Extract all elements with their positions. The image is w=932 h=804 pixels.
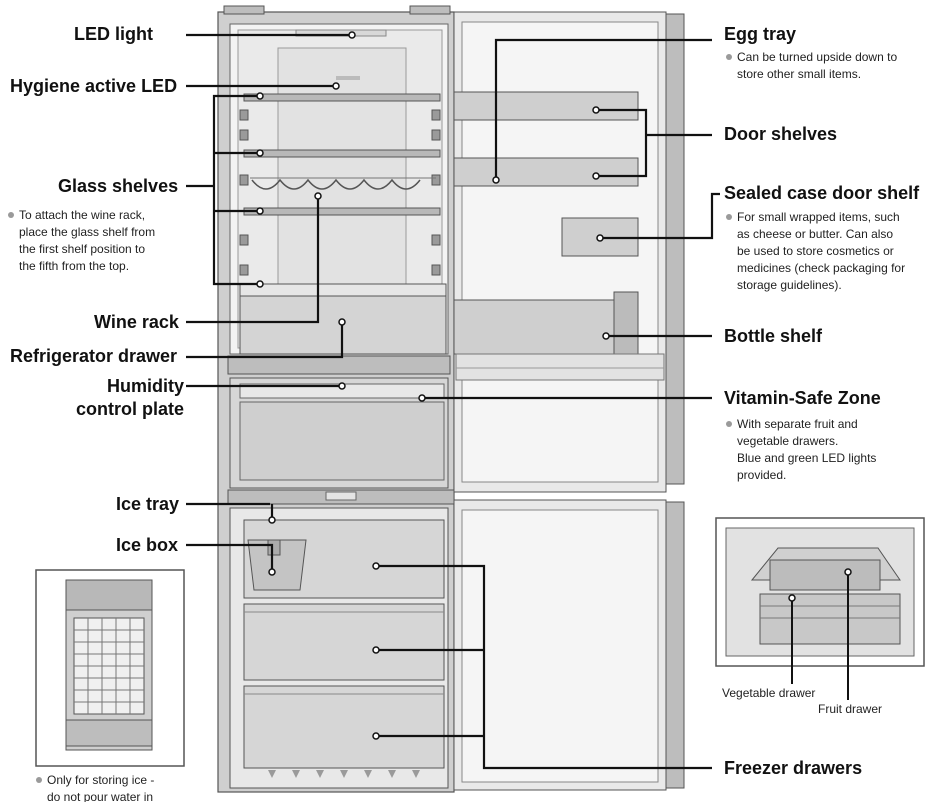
note-vitamin-2: vegetable drawers. bbox=[737, 434, 839, 448]
inset-leaders bbox=[791, 572, 849, 700]
label-freezer-drawers: Freezer drawers bbox=[724, 758, 863, 778]
vitamin-zone-inset bbox=[715, 517, 925, 667]
wine-rack bbox=[251, 178, 421, 190]
label-vegetable-drawer: Vegetable drawer bbox=[722, 686, 816, 700]
label-ice-box: Ice box bbox=[116, 535, 179, 555]
note-sealed-1: For small wrapped items, such bbox=[737, 210, 900, 224]
label-glass-shelves: Glass shelves bbox=[58, 176, 179, 196]
label-sealed-case: Sealed case door shelf bbox=[724, 183, 920, 203]
label-egg-tray: Egg tray bbox=[724, 24, 797, 44]
note-vitamin-3: Blue and green LED lights bbox=[737, 451, 877, 465]
note-egg-tray: Can be turned upside down to store other… bbox=[726, 49, 897, 83]
note-sealed-3: be used to store cosmetics or bbox=[737, 244, 894, 258]
note-vitamin-zone: With separate fruit and vegetable drawer… bbox=[726, 416, 876, 484]
label-fruit-drawer: Fruit drawer bbox=[818, 702, 883, 716]
label-bottle-shelf: Bottle shelf bbox=[724, 326, 823, 346]
label-vitamin-zone: Vitamin-Safe Zone bbox=[724, 388, 881, 408]
label-humidity-2: control plate bbox=[75, 399, 184, 419]
note-glass-4: the fifth from the top. bbox=[19, 259, 130, 273]
label-wine-rack: Wine rack bbox=[94, 312, 179, 332]
label-humidity-1: Humidity bbox=[106, 376, 184, 396]
label-led-light: LED light bbox=[74, 24, 153, 44]
note-glass-shelves: To attach the wine rack, place the glass… bbox=[8, 207, 155, 275]
leader-dots bbox=[256, 31, 610, 740]
label-ice-tray: Ice tray bbox=[116, 494, 180, 514]
note-glass-2: place the glass shelf from bbox=[19, 225, 156, 239]
ice-box-inset bbox=[35, 569, 185, 767]
note-ice-box: Only for storing ice - do not pour water… bbox=[36, 772, 154, 802]
note-sealed-4: medicines (check packaging for bbox=[737, 261, 906, 275]
label-refrigerator-drawer: Refrigerator drawer bbox=[10, 346, 178, 366]
note-sealed-2: as cheese or butter. Can also bbox=[737, 227, 894, 241]
refrigerator-drawer-shape bbox=[227, 283, 451, 375]
note-egg-1: Can be turned upside down to bbox=[737, 50, 898, 64]
note-egg-2: store other small items. bbox=[737, 67, 862, 81]
note-vitamin-1: With separate fruit and bbox=[737, 417, 858, 431]
note-glass-1: To attach the wine rack, bbox=[19, 208, 146, 222]
note-glass-3: the first shelf position to bbox=[19, 242, 146, 256]
note-ice-1: Only for storing ice - bbox=[47, 773, 155, 787]
note-vitamin-4: provided. bbox=[737, 468, 787, 482]
leader-lines bbox=[186, 33, 720, 770]
vitamin-drawer-left bbox=[227, 377, 455, 505]
note-ice-2: do not pour water in bbox=[47, 790, 154, 802]
label-hygiene-led: Hygiene active LED bbox=[10, 76, 178, 96]
note-sealed-case: For small wrapped items, such as cheese … bbox=[726, 209, 905, 294]
note-sealed-5: storage guidelines). bbox=[737, 278, 842, 292]
fridge-door bbox=[453, 11, 685, 791]
label-door-shelves: Door shelves bbox=[724, 124, 838, 144]
freezer bbox=[229, 507, 449, 789]
